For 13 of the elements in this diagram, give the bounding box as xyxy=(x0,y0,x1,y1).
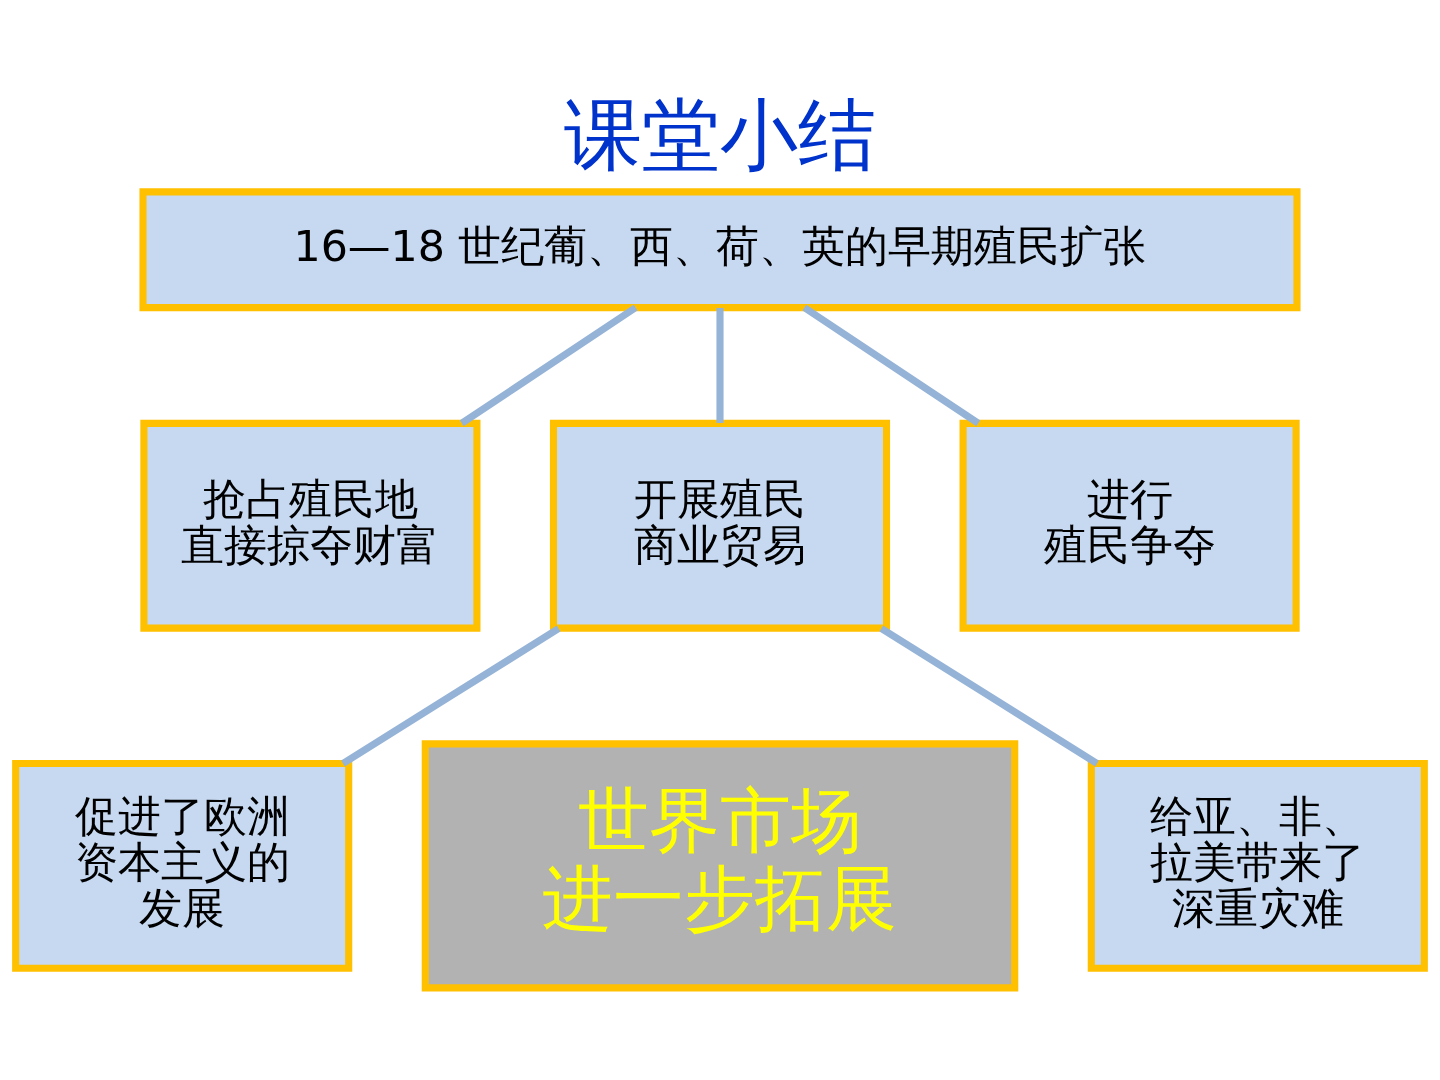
node-box: 16—18 世纪葡、西、荷、英的早期殖民扩张 xyxy=(139,188,1301,312)
connector xyxy=(879,625,1099,767)
node-box: 促进了欧洲资本主义的发展 xyxy=(12,759,353,972)
connector xyxy=(341,625,561,767)
node-box: 抢占殖民地直接掠夺财富 xyxy=(140,419,481,632)
connector xyxy=(716,307,724,423)
connector xyxy=(802,304,981,427)
node-box: 给亚、非、拉美带来了深重灾难 xyxy=(1087,759,1428,972)
connector xyxy=(459,304,638,427)
diagram-title: 课堂小结 xyxy=(564,88,876,180)
node-box: 世界市场进一步拓展 xyxy=(421,740,1019,992)
node-box: 进行殖民争夺 xyxy=(959,419,1300,632)
node-box: 开展殖民商业贸易 xyxy=(549,419,891,632)
